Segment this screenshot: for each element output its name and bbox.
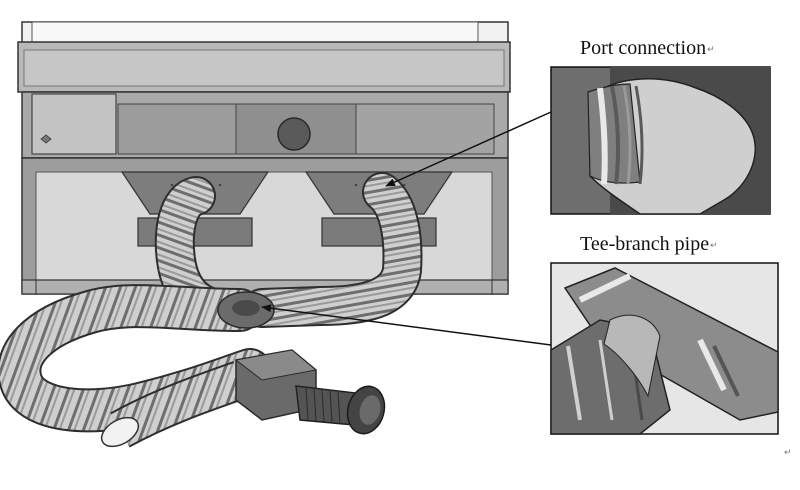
control-panel-left xyxy=(117,103,237,155)
hose-outlet-end xyxy=(100,416,140,448)
motor-fins xyxy=(305,387,341,425)
label-port-connection: Port connection↵ xyxy=(580,38,715,58)
indicator-icon xyxy=(40,134,52,144)
label-tee-branch-pipe: Tee-branch pipe↵ xyxy=(580,234,718,254)
tee-branch-detail xyxy=(550,262,779,435)
port-connection-detail xyxy=(550,66,771,215)
dial-knob-icon xyxy=(277,117,311,151)
machine-top-rail-face xyxy=(23,49,505,87)
arrow-port-connection xyxy=(385,111,552,187)
detail-band xyxy=(597,87,608,185)
machine-unit xyxy=(17,21,511,295)
machine-top-inner xyxy=(31,21,479,43)
blower-unit xyxy=(234,349,386,435)
arrow-tee-branch xyxy=(261,304,552,346)
return-mark-1: ↵ xyxy=(707,44,715,54)
return-mark-2: ↵ xyxy=(710,240,718,250)
label-tee-branch-text: Tee-branch pipe xyxy=(580,233,710,255)
control-box xyxy=(31,93,117,155)
return-mark-3: ↵ xyxy=(784,447,792,457)
control-panel-right xyxy=(355,103,495,155)
corrugated-hose xyxy=(0,172,423,448)
label-port-connection-text: Port connection xyxy=(580,37,707,59)
